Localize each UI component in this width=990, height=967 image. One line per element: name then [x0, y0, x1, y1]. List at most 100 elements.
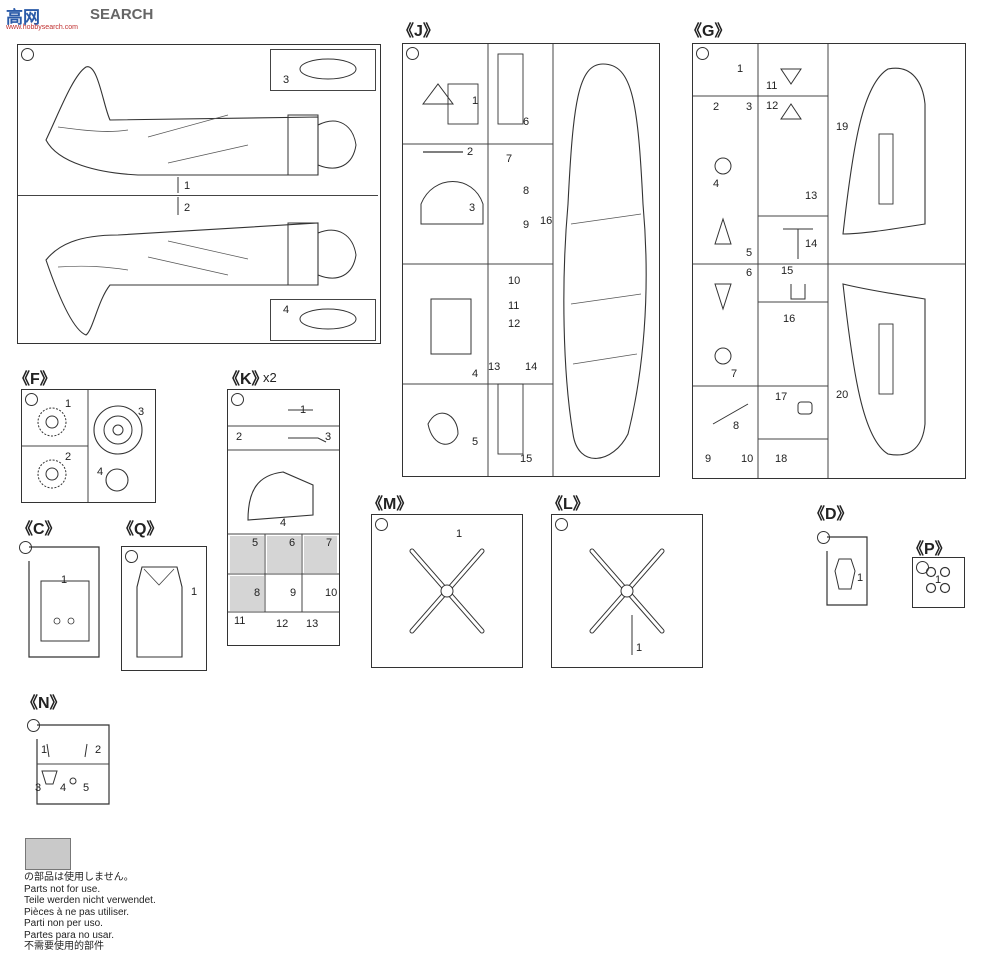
part-number: 4	[280, 517, 287, 529]
sprue-fuselage: 1 2 3 4	[17, 44, 381, 344]
part-box-3	[270, 49, 376, 91]
sprue-n-drawing	[36, 724, 110, 805]
sprue-label-f: 《F》	[14, 371, 56, 388]
part-number: 1	[61, 574, 68, 586]
sprue-label-p: 《P》	[908, 541, 951, 558]
part-number: 11	[508, 300, 520, 312]
part-number: 5	[252, 537, 259, 549]
part-number: 8	[254, 587, 261, 599]
part-number: 4	[472, 368, 479, 380]
part-box-4	[270, 299, 376, 341]
part-number: 6	[523, 116, 530, 128]
part-number: 12	[508, 318, 521, 330]
part-number: 2	[467, 146, 474, 158]
sprue-n: 1 2 3 4 5	[27, 719, 110, 805]
part-number: 9	[705, 453, 712, 465]
sprue-j: 1 2 3 4 5 6 7 8 9 10 11 12 13 14 15 16	[402, 43, 660, 477]
part-number: 1	[737, 63, 744, 75]
site-logo[interactable]: 高网 SEARCH www.hobbysearch.com	[4, 2, 164, 34]
sprue-m: 1	[371, 514, 523, 668]
legend-line-it: Parti non per uso.	[24, 918, 103, 929]
sprue-tag-circle	[555, 518, 568, 531]
part-number: 1	[935, 574, 942, 586]
logo-text: SEARCH	[90, 6, 154, 23]
part-number: 18	[775, 453, 788, 465]
legend-line-es: Partes para no usar.	[24, 929, 115, 941]
part-number: 2	[65, 451, 72, 463]
part-number: 2	[95, 744, 102, 756]
part-number: 4	[60, 782, 67, 794]
part-number: 8	[523, 185, 530, 197]
part-number: 17	[775, 391, 788, 403]
sprue-c: 1	[19, 541, 102, 658]
part-number: 13	[306, 618, 319, 630]
part-number: 10	[508, 275, 521, 287]
sprue-j-drawing	[403, 44, 647, 476]
part-number: 1	[184, 180, 191, 192]
part-number: 15	[520, 453, 533, 465]
sprue-label-l: 《L》	[547, 496, 589, 513]
part-number: 4	[713, 178, 720, 190]
sprue-g: 1 2 3 4 5 6 7 8 9 10 11 12 13 14 15 16 1…	[692, 43, 966, 479]
unused-part-k6	[267, 536, 301, 573]
sprue-label-g: 《G》	[686, 23, 731, 40]
part-number: 14	[525, 361, 538, 373]
sprue-q: 1	[121, 546, 207, 671]
part-number: 1	[472, 95, 479, 107]
part-number: 1	[857, 572, 864, 584]
part-number: 8	[733, 420, 740, 432]
part-number: 5	[83, 782, 90, 794]
sprue-label-n: 《N》	[22, 695, 66, 712]
unused-part-k8	[230, 576, 264, 611]
legend-line-fr: Pièces à ne pas utiliser.	[24, 906, 130, 918]
part-number: 9	[523, 219, 530, 231]
part-number: 1	[191, 586, 198, 598]
part-number: 2	[184, 202, 191, 214]
part-number: 3	[138, 406, 145, 418]
logo-site: www.hobbysearch.com	[6, 24, 78, 31]
sprue-tag-circle	[231, 393, 244, 406]
legend-line-de: Teile werden nicht verwendet.	[24, 895, 156, 906]
part-number: 3	[325, 431, 332, 443]
sprue-f: 1 2 3 4	[21, 389, 156, 503]
fuselage-drawing	[45, 58, 357, 336]
part-number: 2	[713, 101, 720, 113]
sprue-k: 1 2 3 4 5 6 7 8 9 10 11 12 13	[227, 389, 340, 646]
part-number: 13	[805, 190, 818, 202]
sprue-c-drawing	[28, 546, 100, 658]
legend-line-zh: 不需要使用的部件	[24, 941, 104, 952]
sprue-label-c: 《C》	[17, 521, 61, 538]
part-number: 3	[283, 74, 290, 86]
sprue-frame-top	[18, 45, 378, 196]
part-number: 16	[783, 313, 796, 325]
part-number: 7	[326, 537, 333, 549]
part-number: 14	[805, 238, 818, 250]
part-number: 12	[766, 100, 779, 112]
unused-part-k7	[304, 536, 337, 573]
sprue-d: 1	[817, 531, 868, 606]
part-number: 4	[283, 304, 290, 316]
unused-parts-swatch	[25, 838, 71, 870]
sprue-g-drawing	[693, 44, 965, 478]
part-number: 12	[276, 618, 289, 630]
legend-line-ja: の部品は使用しません。	[24, 872, 134, 883]
part-number: 6	[289, 537, 296, 549]
sprue-label-q: 《Q》	[118, 521, 163, 538]
part-number: 19	[836, 121, 849, 133]
sprue-tag-circle	[25, 393, 38, 406]
part-number: 10	[741, 453, 754, 465]
part-number: 11	[766, 80, 778, 92]
sprue-k-drawing	[228, 409, 339, 613]
sprue-label-d: 《D》	[809, 506, 853, 523]
sprue-q-drawing	[136, 566, 183, 658]
sprue-k-quantity: x2	[263, 370, 277, 385]
part-number: 10	[325, 587, 338, 599]
part-number: 11	[234, 615, 246, 627]
sprue-f-drawing	[22, 390, 143, 502]
sprue-label-m: 《M》	[367, 496, 413, 513]
sprue-tag-circle	[696, 47, 709, 60]
sprue-tag-circle	[406, 47, 419, 60]
legend-text: の部品は使用しません。 Parts not for use. Teile wer…	[24, 872, 156, 953]
part-number: 4	[97, 466, 104, 478]
part-number: 2	[236, 431, 243, 443]
